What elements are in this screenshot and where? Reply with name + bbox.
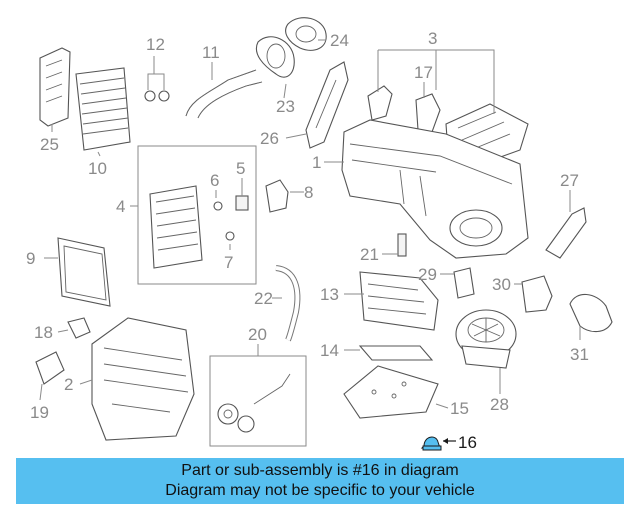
part-11-pipe bbox=[185, 69, 263, 119]
box-4-group bbox=[137, 145, 257, 285]
part-26-bracket bbox=[305, 61, 349, 149]
callout-24: 24 bbox=[330, 31, 349, 50]
part-31-duct bbox=[569, 293, 613, 333]
info-banner: Part or sub-assembly is #16 in diagram D… bbox=[16, 458, 624, 504]
part-29-resistor bbox=[453, 267, 475, 299]
callout-13: 13 bbox=[320, 285, 339, 304]
callout-20: 20 bbox=[248, 325, 267, 344]
part-8-valve bbox=[265, 179, 289, 213]
part-15-plate bbox=[343, 365, 439, 419]
part-27-arm bbox=[545, 207, 587, 259]
callout-29: 29 bbox=[418, 265, 437, 284]
part-28-blower-motor bbox=[455, 309, 517, 369]
part-14-seal-strip bbox=[358, 345, 434, 361]
part-18-clip bbox=[67, 317, 91, 339]
callout-10: 10 bbox=[88, 159, 107, 178]
callout-4: 4 bbox=[116, 197, 125, 216]
part-25-bracket bbox=[39, 47, 71, 127]
callout-16: 16 bbox=[458, 433, 477, 452]
callout-19: 19 bbox=[30, 403, 49, 422]
callout-5: 5 bbox=[236, 159, 245, 178]
part-16-fastener bbox=[420, 436, 442, 451]
callout-9: 9 bbox=[26, 249, 35, 268]
callout-26: 26 bbox=[260, 129, 279, 148]
callout-2: 2 bbox=[64, 375, 73, 394]
part-21-sensor bbox=[397, 233, 407, 257]
callout-27: 27 bbox=[560, 171, 579, 190]
callout-7: 7 bbox=[224, 253, 233, 272]
part-23-gasket bbox=[256, 36, 295, 78]
callout-21: 21 bbox=[360, 245, 379, 264]
callout-14: 14 bbox=[320, 341, 339, 360]
callout-11: 11 bbox=[202, 43, 220, 62]
part-2-lower-housing bbox=[91, 317, 195, 441]
callout-31: 31 bbox=[570, 345, 589, 364]
callout-1: 1 bbox=[312, 153, 321, 172]
callout-6: 6 bbox=[210, 171, 219, 190]
callout-22: 22 bbox=[254, 289, 273, 308]
callout-23: 23 bbox=[276, 97, 295, 116]
part-9-filter bbox=[57, 237, 111, 307]
banner-line-1: Part or sub-assembly is #16 in diagram bbox=[181, 462, 459, 479]
callout-3: 3 bbox=[428, 29, 437, 48]
callout-25: 25 bbox=[40, 135, 59, 154]
banner-line-2: Diagram may not be specific to your vehi… bbox=[165, 482, 475, 499]
callout-17: 17 bbox=[414, 63, 433, 82]
leader-lines bbox=[39, 39, 581, 444]
part-10-heater-core bbox=[75, 67, 131, 151]
part-4-evaporator bbox=[149, 185, 249, 269]
callout-30: 30 bbox=[492, 275, 511, 294]
part-22-hose bbox=[275, 265, 301, 342]
part-19-actuator bbox=[35, 351, 65, 385]
part-1-hvac-case bbox=[341, 119, 529, 259]
callout-12: 12 bbox=[146, 35, 165, 54]
part-12-clips bbox=[144, 90, 170, 102]
part-24-seal bbox=[285, 17, 327, 51]
callout-28: 28 bbox=[490, 395, 509, 414]
part-30-actuator bbox=[521, 275, 553, 313]
part-20-kit bbox=[217, 373, 291, 433]
callout-8: 8 bbox=[304, 183, 313, 202]
part-13-core bbox=[359, 271, 439, 331]
callout-15: 15 bbox=[450, 399, 469, 418]
callout-18: 18 bbox=[34, 323, 53, 342]
